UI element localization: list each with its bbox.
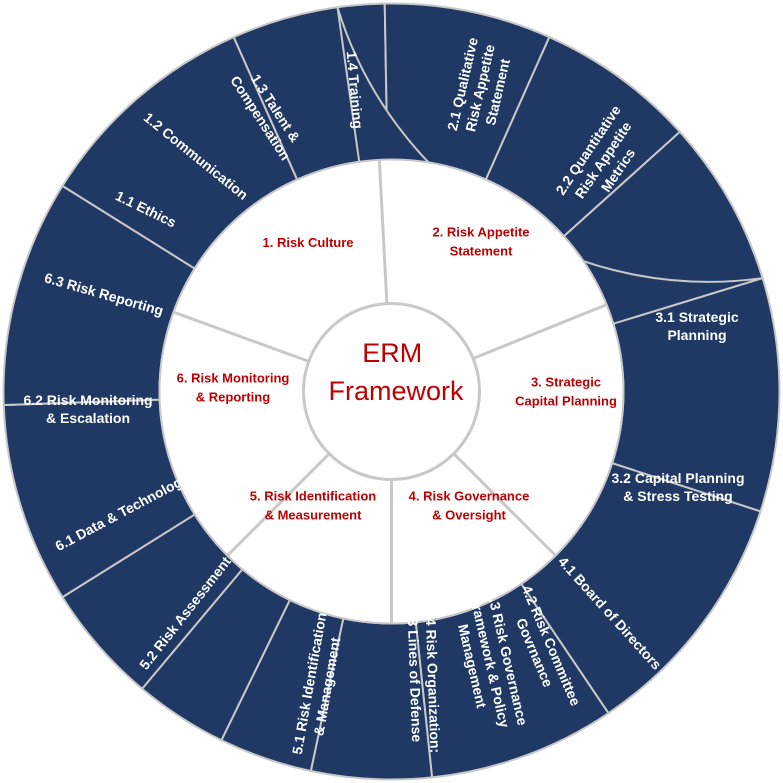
outer-label-line: 1.4 Training <box>344 51 367 130</box>
outer-label-line: 3 Lines of Defense <box>405 618 425 742</box>
inner-divider <box>226 452 331 557</box>
outer-label-line: & Escalation <box>46 410 130 426</box>
center-title: ERM Framework <box>328 338 464 406</box>
inner-label-line: & Reporting <box>196 390 270 405</box>
inner-label-line: Statement <box>450 244 514 259</box>
center-title-line-2: Framework <box>328 376 464 406</box>
inner-label-line: 6. Risk Monitoring <box>177 371 290 386</box>
inner-divider <box>377 159 389 304</box>
outer-label-line: 3.1 Strategic <box>655 309 738 325</box>
center-hub <box>302 302 481 481</box>
inner-label-line: Capital Planning <box>515 394 617 409</box>
inner-label-line: 4. Risk Governance <box>409 489 530 504</box>
inner-divider <box>472 303 608 360</box>
inner-dividers <box>172 159 608 624</box>
inner-label-line: & Measurement <box>265 508 362 523</box>
inner-label-line: & Oversight <box>432 508 506 523</box>
inner-divider <box>172 310 310 363</box>
outer-label-line: 4.4 Risk Organization: <box>422 606 443 754</box>
outer-label-training: 1.4 Training <box>344 51 367 130</box>
outer-label-line: 6.2 Risk Monitoring <box>23 392 152 408</box>
inner-label-line: 1. Risk Culture <box>262 235 353 250</box>
inner-label-risk-identification: 5. Risk Identification & Measurement <box>250 489 376 523</box>
inner-label-line: 2. Risk Appetite <box>432 225 529 240</box>
outer-label-risk-organization: 4.4 Risk Organization:3 Lines of Defense <box>404 606 443 754</box>
inner-label-line: 5. Risk Identification <box>250 489 376 504</box>
inner-label-risk-monitoring: 6. Risk Monitoring & Reporting <box>177 371 290 405</box>
outer-label-line: & Stress Testing <box>623 488 732 504</box>
inner-label-risk-culture: 1. Risk Culture <box>262 235 353 250</box>
inner-label-line: 3. Strategic <box>531 375 601 390</box>
inner-label-risk-governance: 4. Risk Governance & Oversight <box>409 489 530 523</box>
outer-label-capital-planning: 3.2 Capital Planning & Stress Testing <box>611 470 744 504</box>
center-title-line-1: ERM <box>362 338 422 368</box>
outer-label-risk-monitoring-escalation: 6.2 Risk Monitoring & Escalation <box>23 392 152 426</box>
inner-divider <box>452 452 557 557</box>
outer-label-line: Planning <box>667 327 726 343</box>
outer-label-line: 3.2 Capital Planning <box>611 470 744 486</box>
